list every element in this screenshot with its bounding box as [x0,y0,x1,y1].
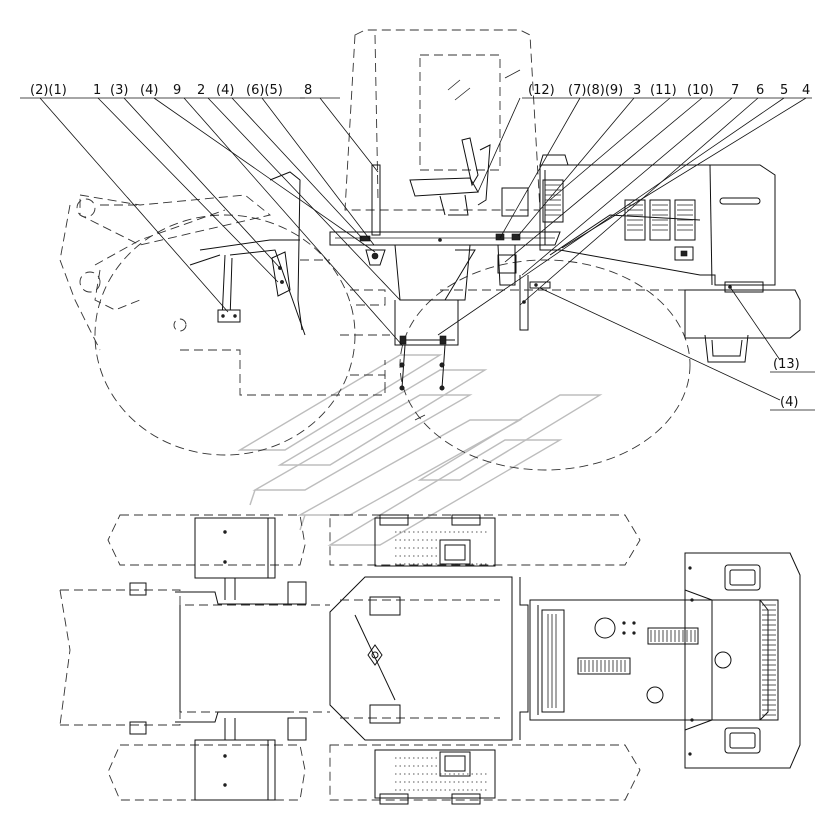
callout-6-5: (6)(5) [246,83,283,98]
callout-4-paren-c: (4) [780,395,798,410]
step-plate-bottom [374,749,496,805]
callout-labels: (2)(1) 1 (3) (4) 9 2 (4) (6)(5) 8 (12) (… [30,83,810,410]
callout-10: (10) [687,83,714,98]
callout-4: 4 [802,83,810,98]
callout-4-paren-a: (4) [140,83,158,98]
radiator-grille [759,599,779,721]
callout-4-paren-b: (4) [216,83,234,98]
callout-3: 3 [633,83,641,98]
watermark-logo [237,354,603,546]
hood-vents-side [542,179,696,241]
callout-9: 9 [173,83,181,98]
step-plate-top [374,514,496,567]
plan-view [59,514,801,805]
callout-7-8-9: (7)(8)(9) [568,83,623,98]
callout-5: 5 [780,83,788,98]
callout-6: 6 [756,83,764,98]
callout-13: (13) [773,357,800,372]
callout-3-paren: (3) [110,83,128,98]
callout-1: 1 [93,83,101,98]
callout-11: (11) [650,83,677,98]
leader-lines [20,97,815,411]
callout-12: (12) [528,83,555,98]
callout-2: 2 [197,83,205,98]
callout-7: 7 [731,83,739,98]
callout-8: 8 [304,83,312,98]
callout-2-1: (2)(1) [30,83,67,98]
